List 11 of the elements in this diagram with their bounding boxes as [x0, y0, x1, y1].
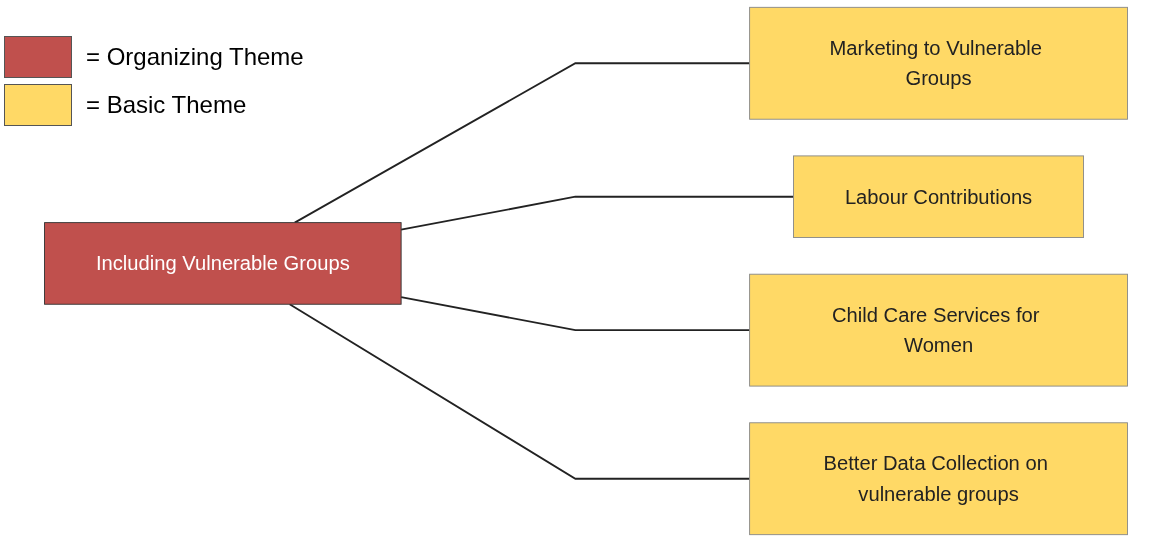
legend-label: = Organizing Theme: [86, 43, 304, 71]
node-box: Including Vulnerable Groups: [44, 222, 402, 305]
node-box: Labour Contributions: [793, 155, 1084, 238]
node-box: Better Data Collection on vulnerable groups: [749, 422, 1128, 536]
node-box: Marketing to Vulnerable Groups: [749, 6, 1128, 120]
connector: [400, 195, 795, 231]
connector: [288, 303, 751, 480]
connector: [400, 296, 751, 332]
connector: [293, 62, 751, 224]
legend-label: = Basic Theme: [86, 91, 247, 119]
node-box: Child Care Services for Women: [749, 273, 1128, 387]
